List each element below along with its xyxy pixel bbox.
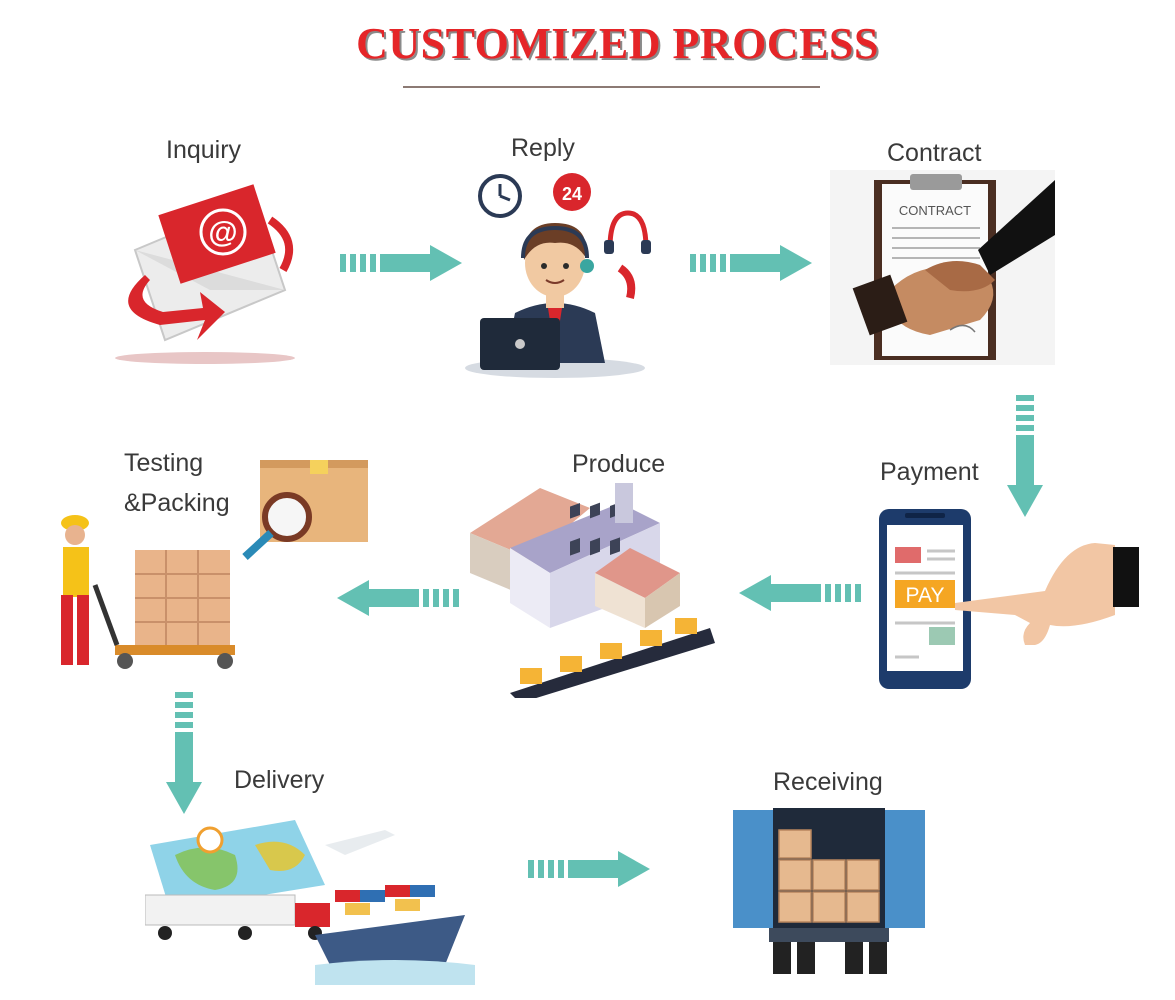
reply-agent-illustration: 24	[465, 173, 651, 378]
step-label-testing-line2: &Packing	[124, 489, 230, 517]
arrow-down-testing-to-delivery	[166, 692, 202, 814]
inquiry-envelope-illustration: @	[115, 184, 295, 364]
contract-handshake-illustration: CONTRACT	[830, 170, 1055, 365]
pay-button-label: PAY	[906, 584, 945, 607]
magnifier-icon	[242, 492, 312, 560]
page-title: CUSTOMIZED PROCESS	[356, 19, 879, 68]
clock-icon	[478, 174, 522, 218]
step-label-testing-line1: Testing	[124, 449, 204, 477]
title-underline	[403, 86, 820, 88]
arrow-right-delivery-to-receiving	[528, 851, 650, 887]
contract-doc-title: CONTRACT	[899, 203, 971, 218]
arrow-right-reply-to-contract	[690, 245, 812, 281]
step-label-payment: Payment	[880, 458, 979, 486]
phone-icon	[617, 264, 636, 299]
step-label-produce: Produce	[572, 450, 666, 478]
step-label-reply: Reply	[511, 134, 575, 162]
step-label-testing-packing: Testing &Packing	[124, 443, 230, 523]
ship-icon	[315, 915, 465, 975]
airplane-icon	[325, 830, 395, 855]
arrow-right-inquiry-to-reply	[340, 245, 462, 281]
clock-icon	[196, 826, 224, 854]
headset-icon	[607, 210, 649, 249]
email-at-symbol: @	[208, 216, 237, 249]
step-label-contract: Contract	[887, 139, 982, 167]
arrow-left-payment-to-produce	[739, 575, 861, 611]
pay-button	[895, 580, 955, 608]
receiving-truck-illustration	[733, 808, 925, 974]
produce-factory-illustration	[470, 483, 715, 698]
reply-badge-24: 24	[562, 184, 582, 204]
testing-packing-illustration	[61, 460, 368, 669]
arrow-left-produce-to-testing	[337, 580, 459, 616]
step-label-inquiry: Inquiry	[166, 136, 242, 164]
delivery-logistics-illustration	[145, 820, 475, 985]
step-label-delivery: Delivery	[234, 766, 325, 794]
payment-phone-illustration: PAY	[879, 509, 1139, 689]
arrow-down-contract-to-payment	[1007, 395, 1043, 517]
step-label-receiving: Receiving	[773, 768, 883, 796]
